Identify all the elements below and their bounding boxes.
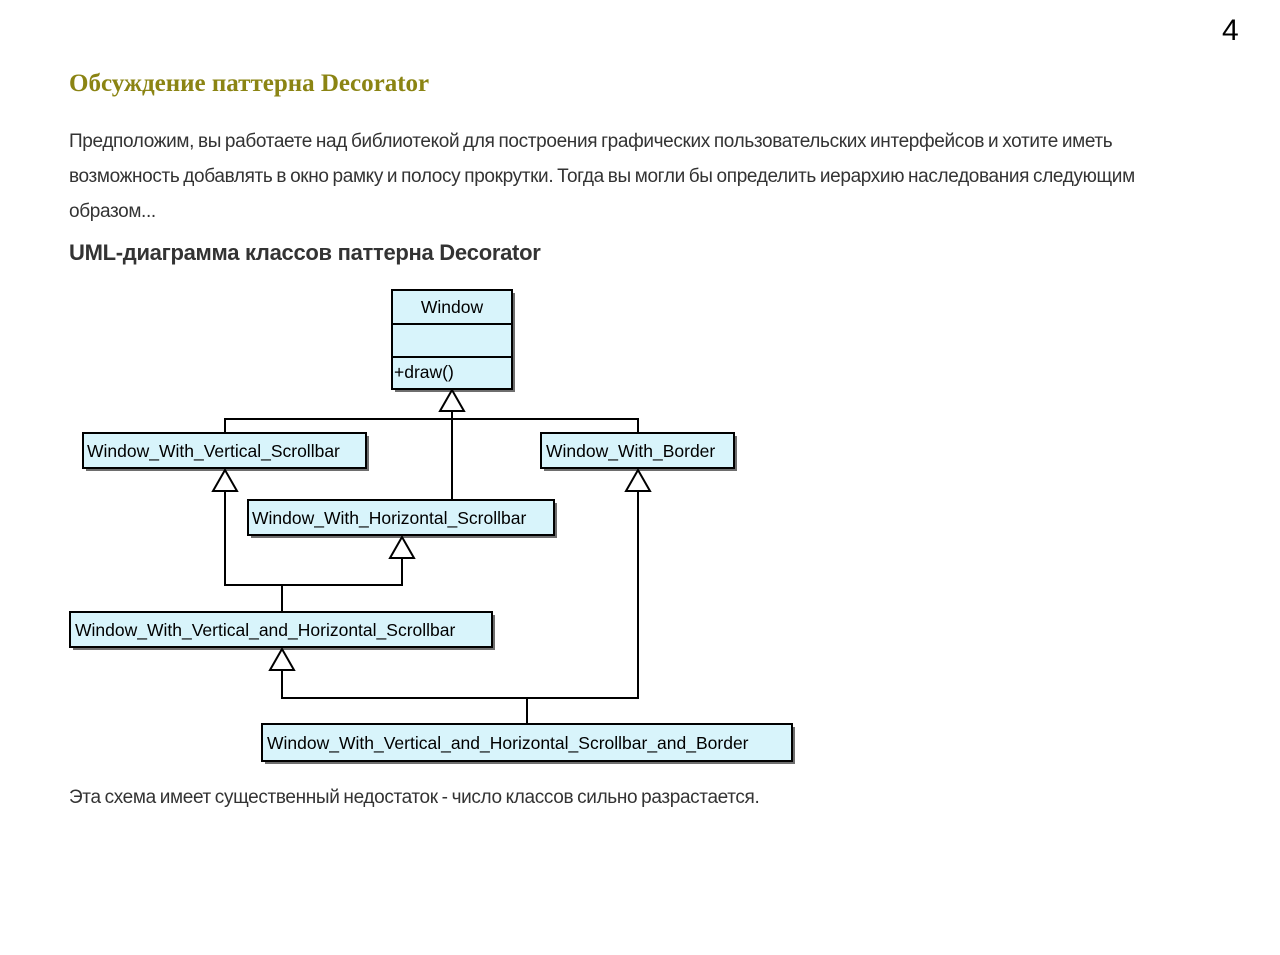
arrowhead-window [438,387,466,412]
class-horizontal-scrollbar-name: Window_With_Horizontal_Scrollbar [252,508,526,529]
class-window-name: Window [421,297,484,317]
arrowhead-vertical-scrollbar [211,467,239,492]
edge-vhb-to-border [527,491,639,699]
arrowhead-vertical-horizontal [268,646,296,671]
intro-line: возможность добавлять в окно рамку и пол… [69,166,1135,187]
class-horizontal-scrollbar: Window_With_Horizontal_Scrollbar [247,499,557,538]
footer-note: Эта схема имеет существенный недостаток … [69,787,760,808]
class-vertical-horizontal-name: Window_With_Vertical_and_Horizontal_Scro… [75,620,455,641]
intro-line: образом... [69,201,156,222]
diagram-title: UML-диаграмма классов паттерна Decorator [69,240,541,265]
class-border: Window_With_Border [540,432,737,471]
class-border-name: Window_With_Border [546,441,715,462]
intro-paragraph: Предположим, вы работаете над библиотеко… [69,124,1259,229]
class-window-operation: +draw() [394,362,454,382]
class-vertical-scrollbar-name: Window_With_Vertical_Scrollbar [87,441,340,462]
arrowhead-border [624,467,652,492]
intro-line: Предположим, вы работаете над библиотеко… [69,131,1113,152]
page-number: 4 [1222,14,1239,47]
class-vertical-horizontal-border-name: Window_With_Vertical_and_Horizontal_Scro… [267,733,749,754]
inheritance-arrowheads [211,387,652,671]
class-vertical-horizontal: Window_With_Vertical_and_Horizontal_Scro… [69,611,495,650]
edge-vhb-to-vh [281,670,528,724]
page-title: Обсуждение паттерна Decorator [69,70,430,97]
inheritance-edges [224,411,639,724]
edge-vh-to-horizontal [282,558,403,586]
edge-vh-to-vertical [224,491,283,612]
edge-window-bus [224,418,639,433]
class-vertical-horizontal-border: Window_With_Vertical_and_Horizontal_Scro… [261,723,795,764]
class-vertical-scrollbar: Window_With_Vertical_Scrollbar [82,432,369,471]
class-window: Window +draw() [391,289,515,392]
arrowhead-horizontal-scrollbar [388,534,416,559]
